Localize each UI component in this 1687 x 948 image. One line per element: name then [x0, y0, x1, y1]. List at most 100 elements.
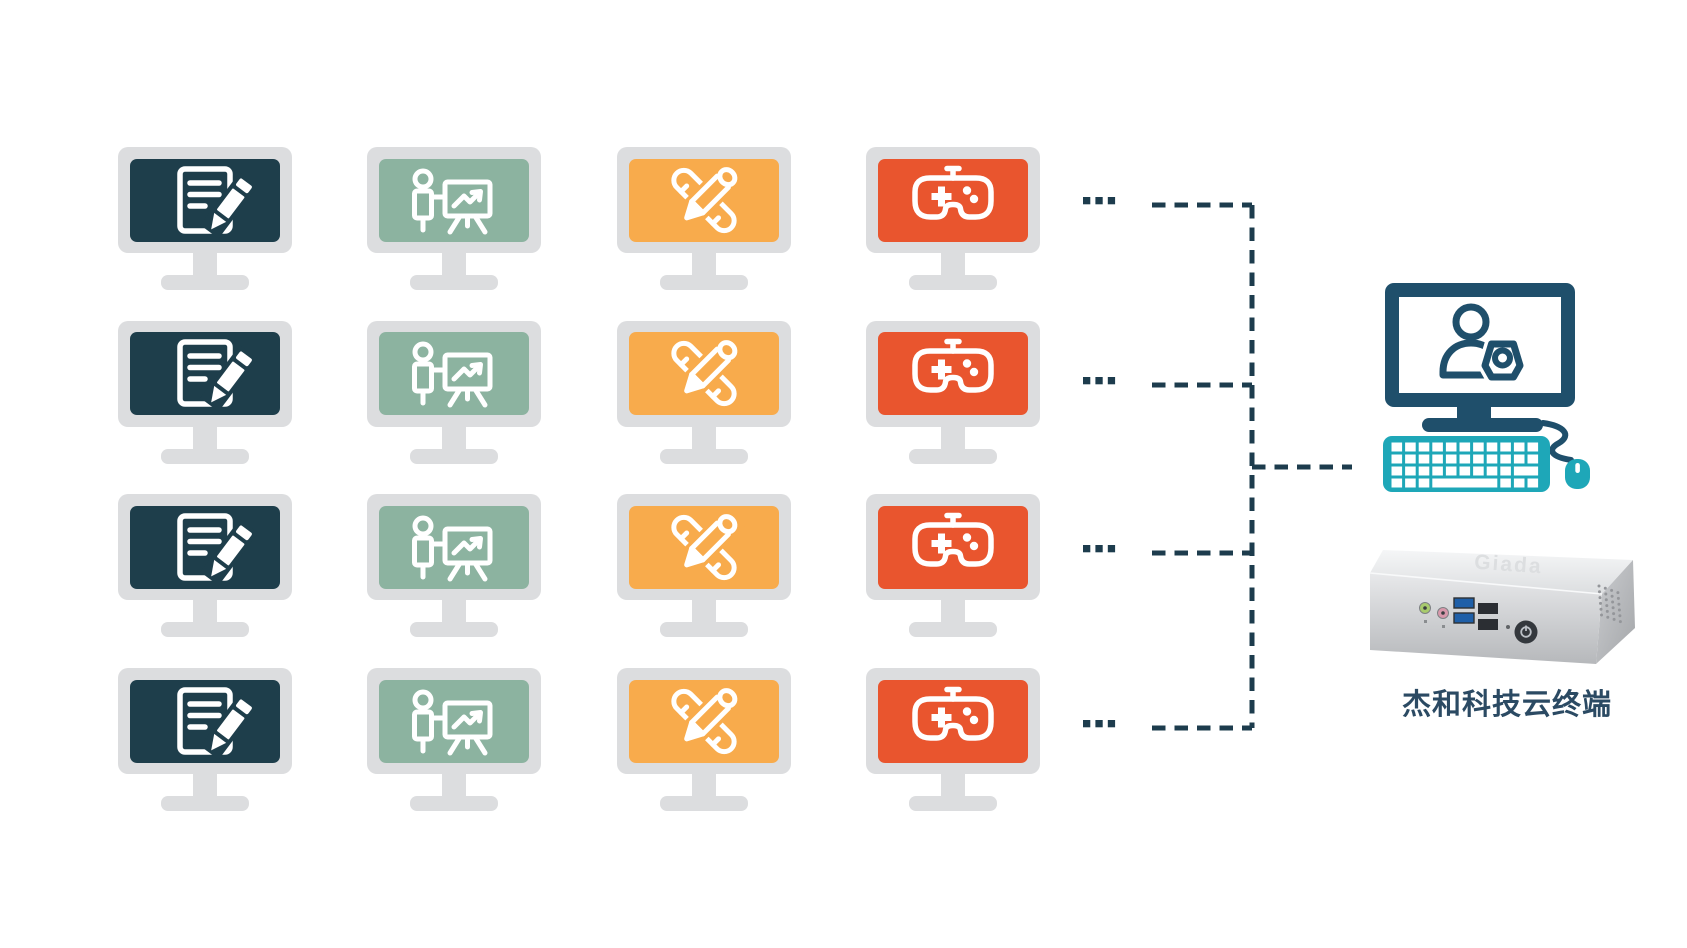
- vent-hole: [1598, 596, 1602, 600]
- monitor-stand-neck: [442, 426, 467, 453]
- monitor-frame: [118, 668, 292, 775]
- keyboard-key: [1405, 466, 1416, 476]
- cloud-terminal-device: Giada: [1369, 550, 1635, 664]
- gamepad-icon: [878, 506, 1028, 589]
- monitor-stand-neck: [691, 774, 716, 801]
- gamepad-icon: [878, 332, 1028, 415]
- ellipsis-dot: [1083, 197, 1091, 205]
- keyboard-key: [1391, 442, 1403, 452]
- client-monitor-gaming: [866, 668, 1041, 813]
- usb2-port: [1478, 619, 1498, 630]
- monitor-stand-neck: [442, 774, 467, 801]
- usb3-port: [1453, 612, 1475, 624]
- ellipsis-dot: [1107, 720, 1116, 728]
- keyboard-key: [1391, 454, 1403, 464]
- monitor-screen-presentation-teaching: [379, 505, 530, 589]
- gamepad-icon: [878, 680, 1028, 763]
- client-monitor-office-documents: [118, 147, 292, 292]
- monitor-stand-neck: [193, 600, 217, 627]
- keyboard-key: [1500, 478, 1511, 488]
- monitor-frame: [866, 147, 1041, 253]
- monitor-stand-base: [410, 622, 499, 638]
- keyboard-key: [1405, 478, 1416, 488]
- monitor-frame: [866, 668, 1041, 775]
- vent-holes: [1597, 584, 1622, 624]
- client-monitor-design-drafting: [616, 668, 791, 813]
- monitor-screen-presentation-teaching: [379, 679, 530, 763]
- keyboard-key: [1432, 466, 1443, 476]
- monitor-frame: [367, 668, 542, 775]
- monitor-frame: [616, 668, 791, 775]
- gamepad-icon: [878, 159, 1028, 242]
- keyboard-key: [1500, 442, 1511, 452]
- vent-hole: [1605, 604, 1609, 608]
- monitor-frame: [866, 494, 1041, 601]
- monitor-stand-base: [161, 448, 249, 464]
- keyboard-keys: [1391, 442, 1539, 488]
- client-monitor-design-drafting: [616, 320, 791, 466]
- keyboard-key: [1486, 442, 1498, 452]
- keyboard-key: [1500, 454, 1511, 464]
- keyboard-key: [1486, 454, 1498, 464]
- presenter-chart-icon: [379, 332, 529, 415]
- monitor-stand-neck: [442, 253, 467, 279]
- monitor-stand-base: [659, 622, 748, 638]
- document-pencil-icon: [130, 680, 280, 763]
- device-top-logo: Giada: [1474, 551, 1544, 579]
- keyboard-key: [1405, 442, 1416, 452]
- monitor-frame: [118, 320, 292, 427]
- monitor-stand-base: [410, 796, 499, 812]
- client-monitor-design-drafting: [616, 494, 791, 639]
- device-front-face: [1370, 573, 1602, 664]
- monitor-stand-neck: [193, 774, 217, 801]
- keyboard-key: [1473, 442, 1484, 452]
- monitor-frame: [616, 320, 791, 427]
- reset-hole: [1506, 625, 1510, 629]
- monitor-stand-base: [909, 448, 998, 464]
- mic-jack-hole: [1441, 611, 1445, 615]
- presenter-chart-icon: [379, 680, 529, 763]
- device-top-face: [1370, 550, 1633, 594]
- mouse-icon: [1565, 459, 1590, 489]
- ruler-pencil-icon: [629, 159, 779, 242]
- device-edge-highlight: [1369, 572, 1603, 595]
- client-monitor-gaming: [866, 494, 1041, 639]
- monitor-screen-design-drafting: [628, 332, 779, 416]
- ellipsis-dot: [1095, 545, 1103, 553]
- audio-jack-hole: [1423, 606, 1427, 610]
- monitor-frame: [367, 494, 542, 601]
- host-monitor-base: [1422, 418, 1543, 432]
- monitor-screen-design-drafting: [628, 158, 779, 242]
- monitor-stand-base: [161, 622, 249, 638]
- keyboard-key: [1418, 478, 1430, 488]
- monitor-stand-neck: [193, 253, 217, 279]
- monitor-stand-base: [659, 448, 748, 464]
- keyboard-key: [1513, 454, 1525, 464]
- client-monitor-office-documents: [118, 494, 292, 639]
- keyboard-key: [1459, 454, 1471, 464]
- monitor-stand-base: [659, 796, 748, 812]
- vent-hole: [1618, 614, 1622, 618]
- client-monitor-presentation-teaching: [367, 147, 542, 292]
- monitor-stand-neck: [691, 426, 716, 453]
- monitor-frame: [866, 320, 1041, 427]
- ellipsis-dot: [1107, 545, 1116, 553]
- monitor-screen-design-drafting: [628, 505, 779, 589]
- monitor-screen-gaming: [878, 679, 1029, 763]
- monitor-stand-base: [410, 448, 499, 464]
- keyboard-key: [1391, 466, 1403, 476]
- keyboard-key: [1445, 466, 1457, 476]
- monitor-stand-base: [410, 275, 499, 290]
- client-monitor-gaming: [866, 320, 1041, 466]
- vent-hole: [1612, 617, 1616, 621]
- client-monitor-office-documents: [118, 668, 292, 813]
- monitor-screen-gaming: [878, 332, 1029, 416]
- vent-hole: [1600, 613, 1603, 617]
- ruler-pencil-icon: [629, 680, 779, 763]
- keyboard-key: [1500, 466, 1511, 476]
- presenter-chart-icon: [379, 506, 529, 589]
- ellipsis-dot: [1107, 377, 1116, 385]
- keyboard-key: [1459, 466, 1471, 476]
- monitor-frame: [616, 147, 791, 253]
- keyboard-key: [1527, 442, 1539, 452]
